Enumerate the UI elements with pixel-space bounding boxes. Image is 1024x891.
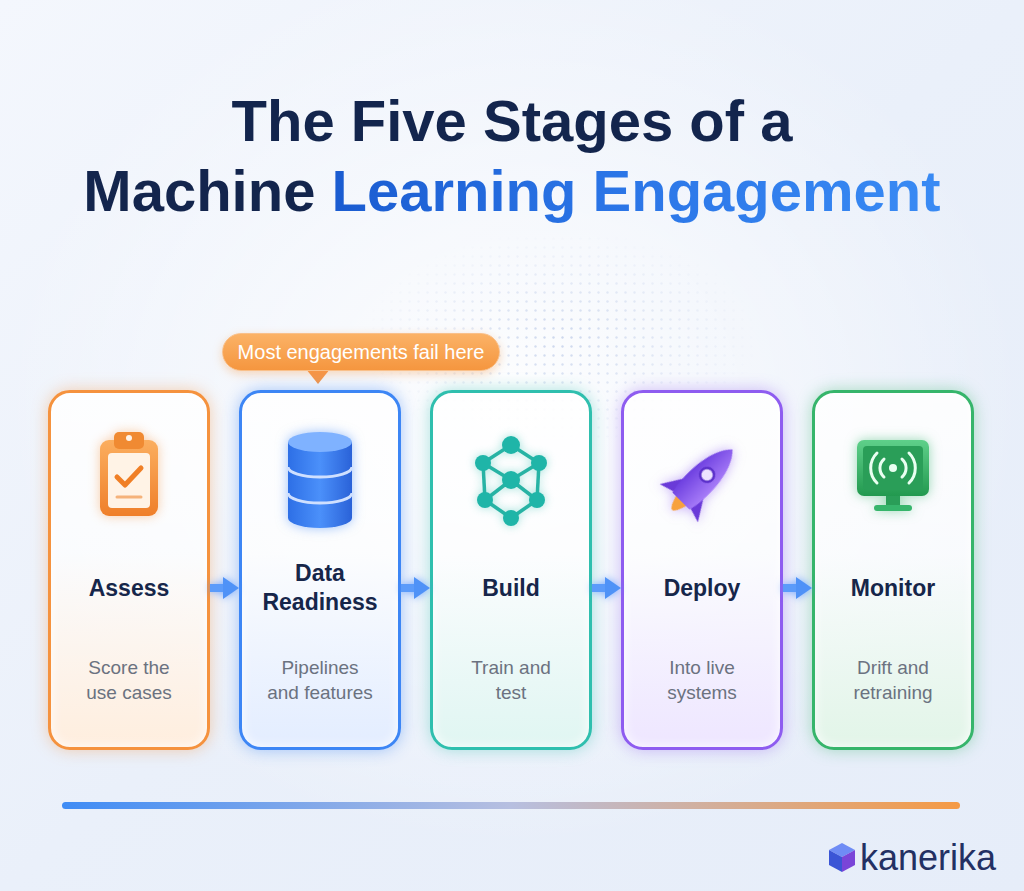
network-link: [483, 463, 485, 500]
network-node: [502, 436, 520, 454]
monitor-stand: [886, 496, 900, 506]
database-body: [288, 442, 352, 528]
database-ring: [288, 467, 352, 477]
brand-logo-text: kanerika: [860, 838, 996, 878]
network-node: [531, 455, 547, 471]
network-link: [537, 463, 539, 500]
clipboard-board: [100, 440, 158, 516]
network-icon: [475, 436, 547, 526]
flow-arrow: [592, 584, 611, 592]
rocket-window: [697, 465, 717, 485]
network-node: [475, 455, 491, 471]
wrap-spacer: [62, 86, 142, 156]
clipboard-paper: [108, 453, 150, 508]
rocket-body: [670, 439, 743, 512]
signal-dot: [889, 464, 897, 472]
clipboard-line: [117, 496, 141, 499]
callout-text: Most engagements fail here: [238, 340, 485, 364]
title-block: The Five Stages of a Machine Learning En…: [62, 86, 962, 226]
monitor-screen: [863, 446, 923, 490]
rocket-icon: [653, 430, 752, 529]
monitor-frame: [857, 440, 929, 496]
stage-description: Into live systems: [647, 655, 757, 705]
logo-face: [842, 850, 855, 872]
stage-description: Pipelines and features: [265, 655, 375, 705]
logo-mark: [829, 843, 855, 872]
network-node: [477, 492, 493, 508]
flow-arrow: [783, 584, 802, 592]
stage-title: Assess: [59, 559, 199, 617]
signal-wave: [880, 459, 906, 477]
network-links: [483, 445, 539, 518]
callout-pointer: [306, 369, 330, 384]
clipboard-hole: [126, 435, 132, 441]
stage-title: Monitor: [823, 559, 963, 617]
network-link: [511, 500, 537, 518]
diagram-title: The Five Stages of a Machine Learning En…: [83, 88, 940, 223]
network-nodes: [475, 436, 547, 526]
stage-title: Deploy: [632, 559, 772, 617]
rocket-fin: [687, 494, 715, 522]
flow-arrow: [401, 584, 420, 592]
progress-bar: [62, 802, 960, 809]
stage-box: AssessScore the use cases: [48, 390, 210, 750]
stage-title: Data Readiness: [250, 559, 390, 617]
network-link: [483, 445, 511, 463]
stage-box: BuildTrain and test: [430, 390, 592, 750]
network-link: [485, 500, 511, 518]
stage-title: Build: [441, 559, 581, 617]
stage-box: DeployInto live systems: [621, 390, 783, 750]
network-link: [511, 445, 539, 463]
rocket-flame: [667, 496, 686, 515]
clipboard-icon: [100, 432, 158, 516]
network-node: [502, 471, 520, 489]
flow-arrow: [210, 584, 229, 592]
stage-description: Drift and retraining: [838, 655, 948, 705]
database-top: [288, 432, 352, 452]
monitor-icon: [857, 440, 929, 511]
network-link: [511, 463, 539, 480]
rocket-fin: [660, 467, 688, 495]
logo-face: [829, 850, 842, 872]
stage-box: MonitorDrift and retraining: [812, 390, 974, 750]
check-mark: [117, 468, 141, 485]
network-node: [529, 492, 545, 508]
clipboard-clip: [114, 432, 144, 449]
network-node: [503, 510, 519, 526]
database-icon: [288, 432, 352, 528]
network-link: [485, 480, 511, 500]
stage-description: Train and test: [456, 655, 566, 705]
monitor-base: [874, 505, 912, 511]
signal-wave: [871, 453, 916, 483]
stage-description: Score the use cases: [74, 655, 184, 705]
stage-box: Data ReadinessPipelines and features: [239, 390, 401, 750]
network-link: [511, 480, 537, 500]
database-ring: [288, 493, 352, 503]
wrap-spacer: [882, 86, 962, 156]
network-link: [483, 463, 511, 480]
callout-pill: Most engagements fail here: [222, 333, 500, 371]
